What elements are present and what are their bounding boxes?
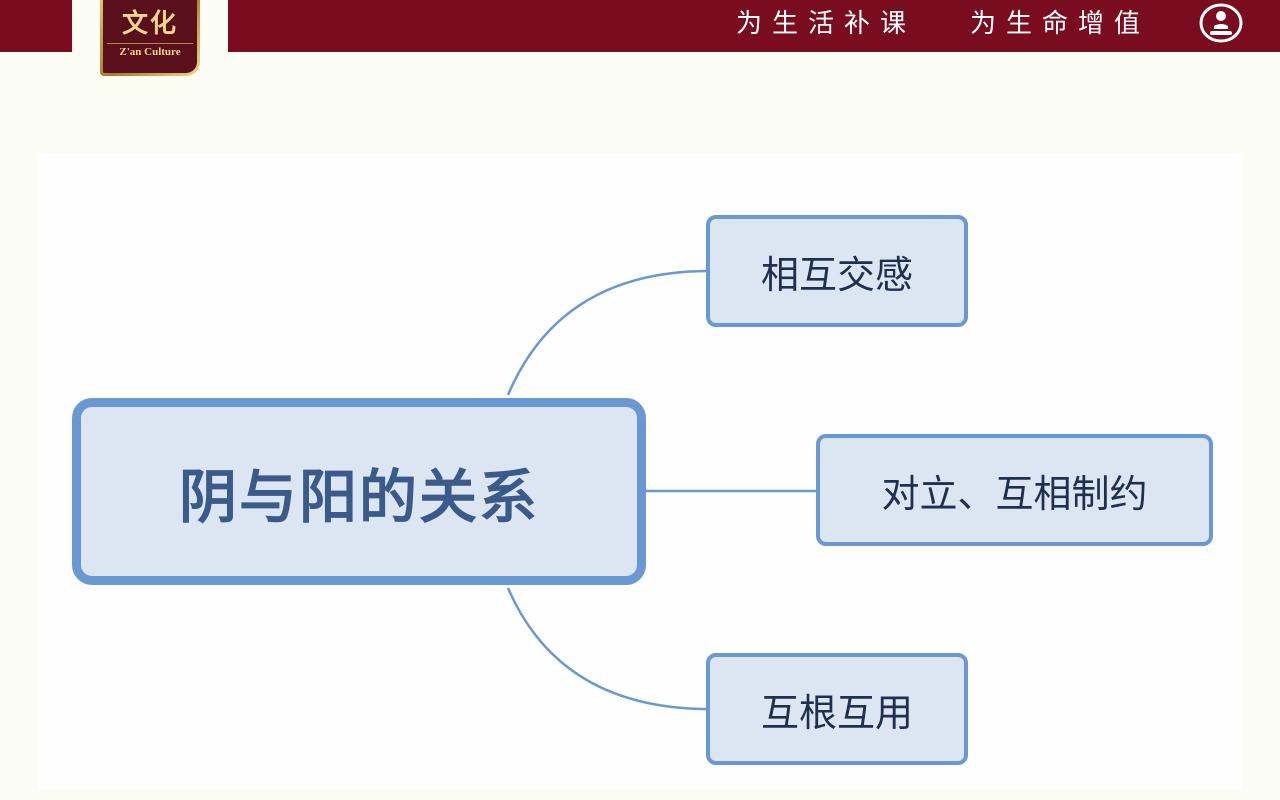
logo: 文化 Z'an Culture [100,0,200,76]
root-node: 阴与阳的关系 [72,398,646,585]
connector-1 [506,269,708,396]
slogan-1: 为生活补课 [736,9,917,39]
slogan-2: 为生命增值 [970,9,1151,39]
child-node: 相互交感 [706,215,968,327]
meditating-person-icon [1199,3,1243,43]
child-node: 互根互用 [706,653,968,765]
connector-3 [506,587,708,711]
logo-text-en: Z'an Culture [107,43,193,58]
logo-text-cn: 文化 [121,9,178,39]
child-node: 对立、互相制约 [816,434,1213,546]
